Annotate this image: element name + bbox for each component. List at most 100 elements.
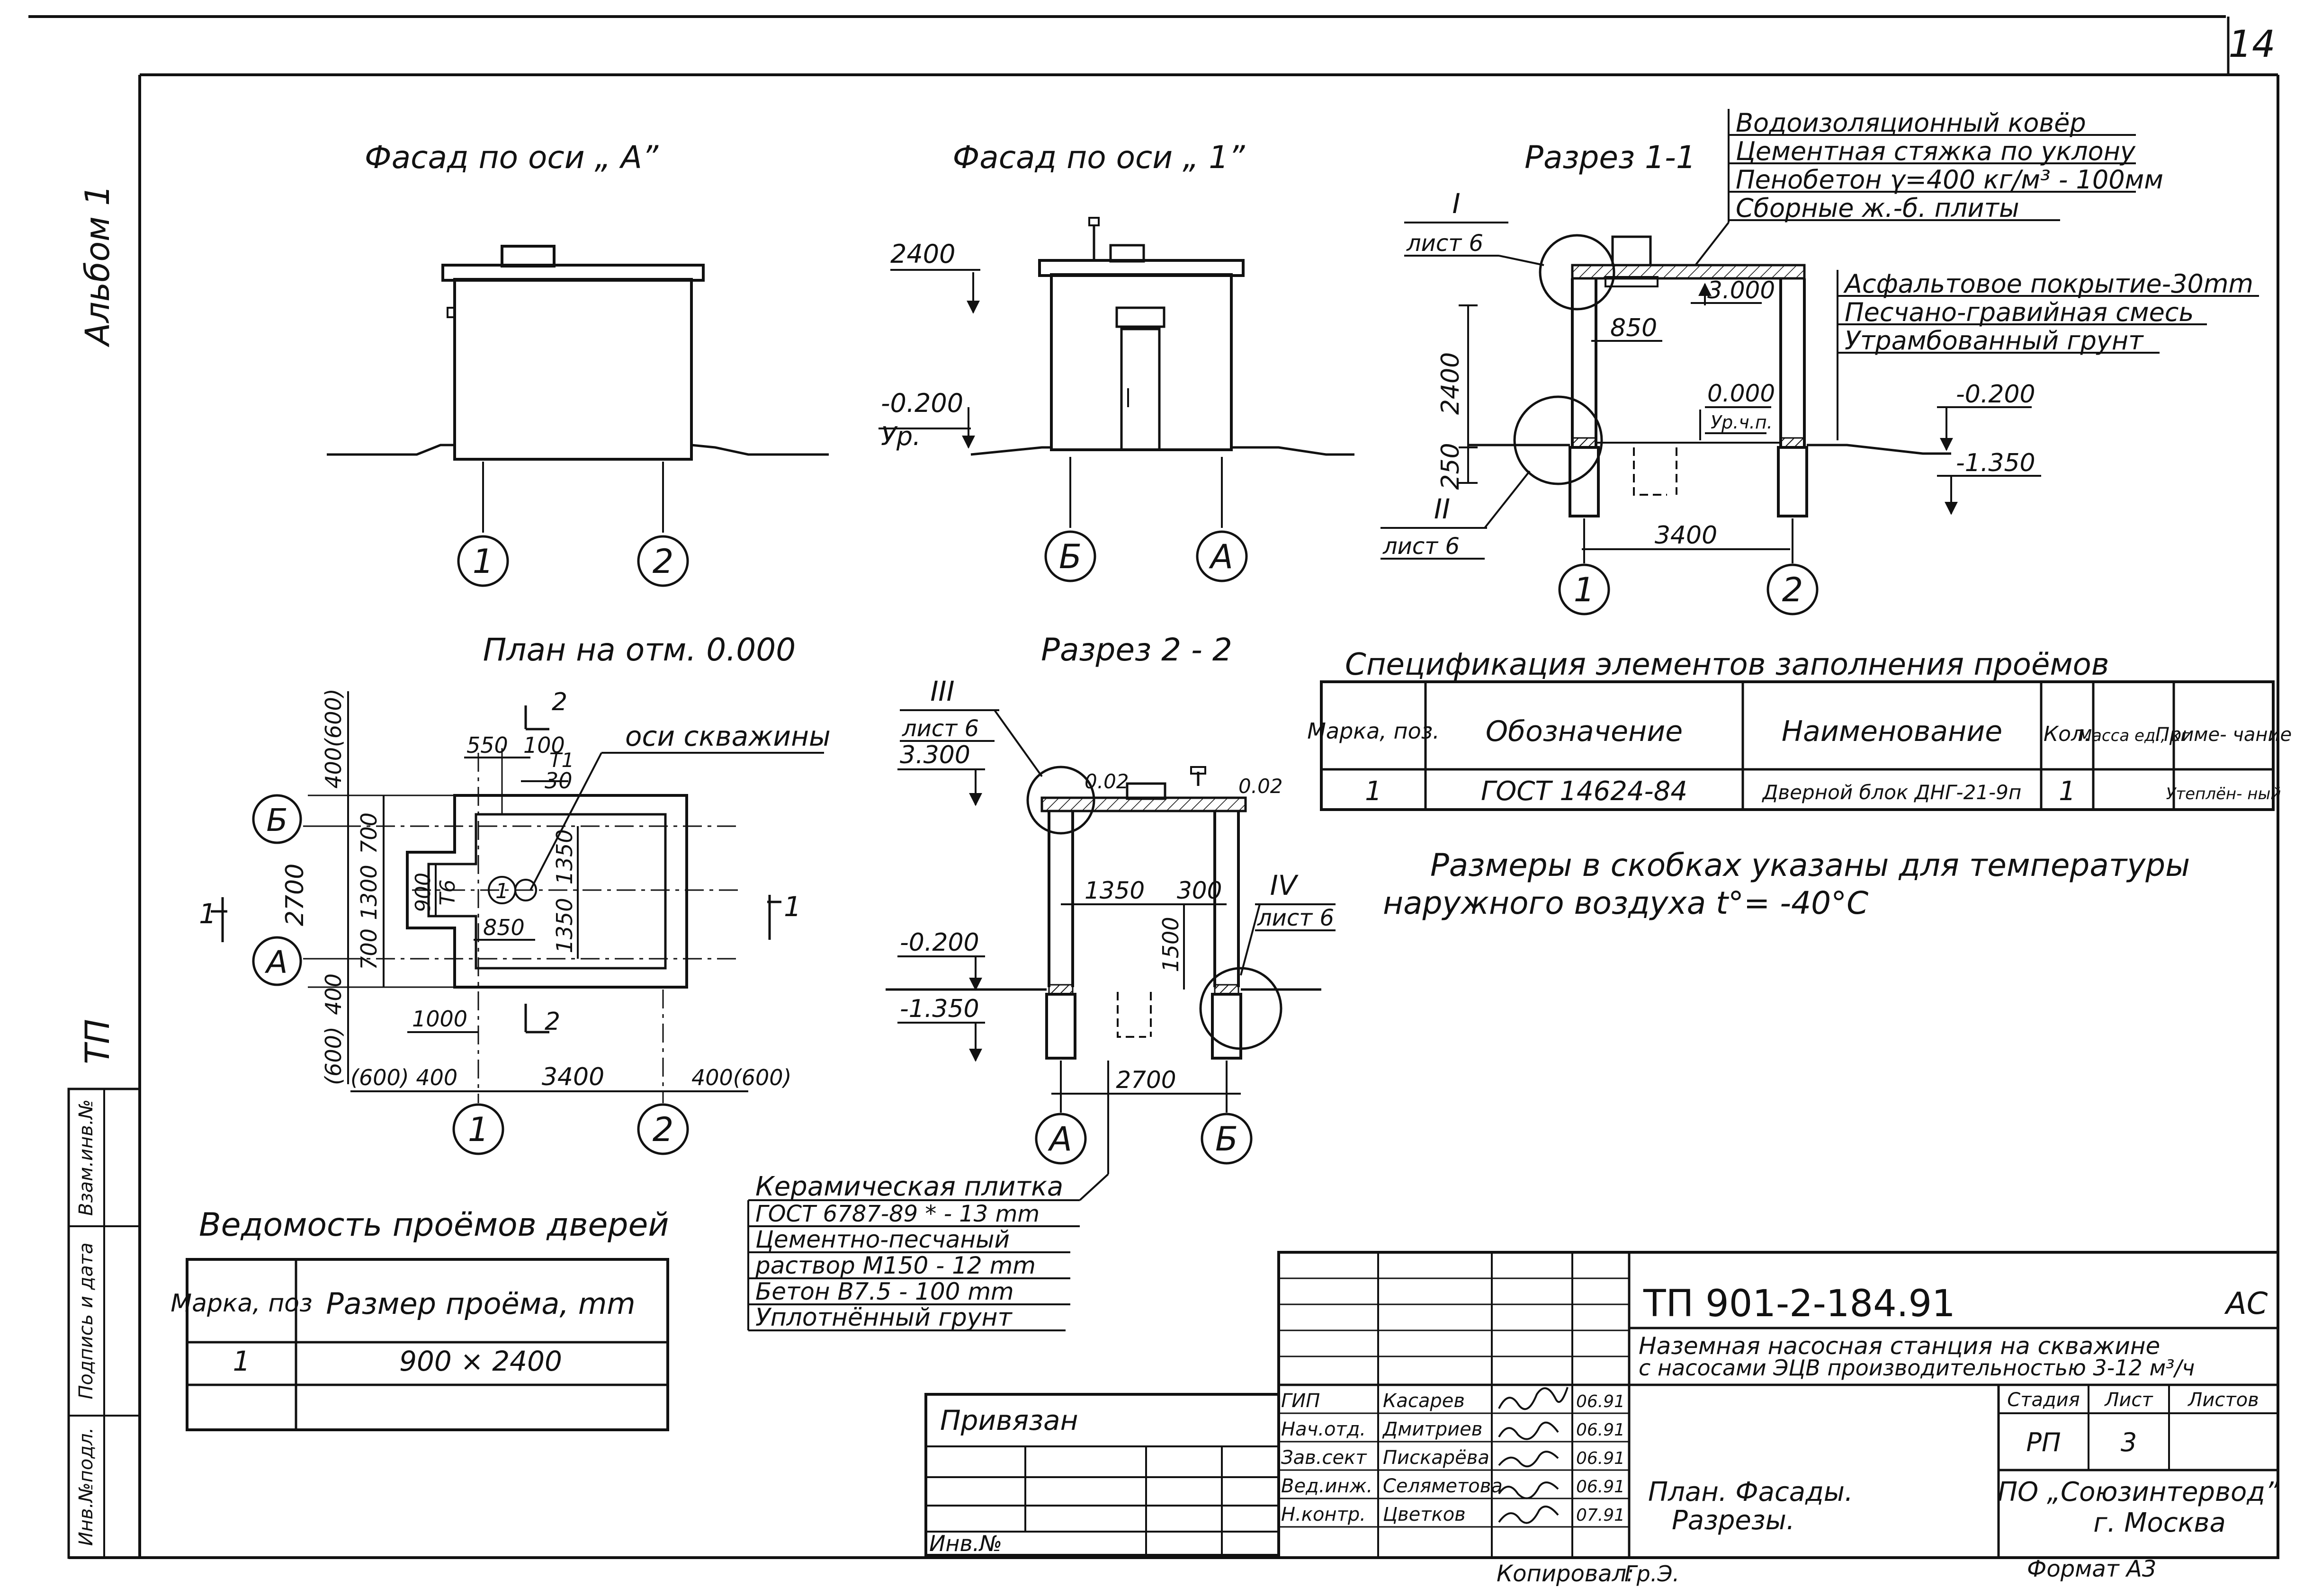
plan-dim-1300: 1300 [356,865,382,920]
tb-staff-date-5: 07.91 [1576,1506,1625,1525]
plan-axis-b: Б [266,802,287,838]
tb-sheets-header: Листов [2187,1389,2259,1411]
facade-1-level-minus-0200: -0.200 [881,388,963,418]
section-2-2-title: Разрез 2 - 2 [1041,632,1232,668]
facade-1-view: Фасад по оси „ 1” 2400 -0.200 Ур. Б А [879,139,1354,582]
facade-1-axis-a: А [1209,537,1233,576]
format-label: Формат А3 [2027,1556,2156,1582]
ground-layer-2: Песчано-гравийная смесь [1845,297,2194,327]
sec22-level-minus-1350: -1.350 [900,995,979,1023]
floor-layer-5: Бетон В7.5 - 100 mm [755,1278,1014,1305]
sec11-level-floor: Ур.ч.п. [1711,412,1773,433]
tb-project-1: Наземная насосная станция на скважине [1639,1332,2160,1360]
plan-dim-1350-bottom: 1350 [552,898,577,953]
plan-section-mark-2-bottom: 2 [545,1008,560,1036]
sec22-level-3300: 3.300 [900,741,970,769]
plan-center-axis: 1 [495,879,509,903]
plan-title: План на отм. 0.000 [483,632,796,668]
sec11-level-minus-1350: -1.350 [1956,449,2035,477]
plan-dim-1350-top: 1350 [552,829,577,884]
section-1-1-title: Разрез 1-1 [1524,139,1696,176]
tb-staff-role-1: ГИП [1281,1390,1320,1412]
facade-1-level-2400: 2400 [890,239,955,269]
sec22-axis-b: Б [1215,1120,1238,1159]
facade-1-title: Фасад по оси „ 1” [952,139,1245,176]
tb-staff-name-5: Цветков [1383,1504,1466,1525]
tb-staff-role-3: Зав.сект [1281,1447,1367,1469]
floor-layer-3: Цементно-песчаный [755,1226,1010,1253]
binding-label: Привязан [940,1404,1078,1436]
note-line-1: Размеры в скобках указаны для температур… [1430,847,2190,883]
node-ref-i-sheet: лист 6 [1406,230,1483,257]
tb-project-2: с насосами ЭЦВ производительностью 3-12 … [1639,1355,2195,1381]
title-block: ТП 901-2-184.91 АС Наземная насосная ста… [1277,1251,2279,1559]
side-stamp: Инв.№подл. Подпись и дата Взам.инв.№ [67,1088,141,1559]
roof-layer-2: Цементная стяжка по уклону [1736,136,2136,166]
copied-label: Копировал: [1497,1560,1634,1587]
sec11-dim-2400: 2400 [1436,352,1465,415]
plan-dim-600-bottom: (600) [321,1026,346,1085]
tb-mark: АС [2224,1286,2268,1321]
side-stamp-inv: Инв.№подл. [75,1427,97,1546]
facade-a-title: Фасад по оси „ А” [365,139,659,176]
tb-stage: РП [2026,1427,2061,1457]
sec22-slope-right: 0.02 [1238,775,1283,798]
plan-section-mark-1-left: 1 [199,898,216,930]
signatures [1498,1387,1569,1524]
tb-staff-date-4: 06.91 [1576,1477,1625,1497]
node-ref-i-num: I [1452,187,1460,220]
sec22-dim-1350: 1350 [1085,877,1145,904]
plan-dim-850: 850 [483,915,525,940]
footer: Копировал: Гр.Э. Формат А3 [1497,1556,2156,1587]
plan-axis-a: А [264,944,287,981]
tb-sheet-title-1: План. Фасады. [1648,1477,1853,1507]
sec22-level-minus-0200: -0.200 [900,928,979,957]
spec-header-qty: Кол. [2044,722,2091,746]
plan-dim-550: 550 [466,732,508,758]
facade-a-axis-2: 2 [653,542,674,581]
plan-dim-600-400: (600) 400 [350,1065,457,1090]
door-schedule: Ведомость проёмов дверей Марка, поз Разм… [170,1206,669,1431]
roof-layer-1: Водоизоляционный ковёр [1736,108,2086,138]
facade-1-axis-b: Б [1059,537,1082,576]
plan-dim-900: 900 [411,873,435,912]
plan-axis-1: 1 [468,1110,489,1149]
sec11-dim-850: 850 [1610,314,1657,342]
spec-header-designation: Обозначение [1486,715,1683,748]
tb-sheet-header: Лист [2104,1389,2153,1411]
plan-dim-400-600-right: 400(600) [691,1065,792,1090]
ground-layer-1: Асфальтовое покрытие-30mm [1843,269,2253,299]
tb-staff-name-4: Селяметова [1383,1475,1503,1497]
tb-staff-date-3: 06.91 [1576,1449,1625,1468]
sec11-dim-250: 250 [1436,443,1465,490]
tb-org-1: ПО „Союзинтервод” [1998,1477,2279,1507]
sec11-level-minus-0200: -0.200 [1956,380,2035,409]
plan-dim-1000: 1000 [412,1006,467,1032]
sec22-slope-left: 0.02 [1085,770,1129,793]
binding-block: Привязан Инв.№ [924,1393,1280,1557]
sec11-level-0000: 0.000 [1707,380,1775,407]
spec-header-mark: Марка, поз. [1307,718,1440,744]
spec-header-note: Приме- чание [2155,724,2292,746]
node-ref-ii-sheet: лист 6 [1382,533,1460,560]
sec11-level-3000: 3.000 [1707,276,1775,304]
door-row-mark: 1 [233,1345,251,1377]
plan-dim-100: 100 [523,732,565,758]
section-1-1-view: Разрез 1-1 Водоизоляционный ковёр Цемент… [1381,108,2259,615]
sec22-axis-a: А [1048,1120,1072,1159]
floor-layer-4: раствор М150 - 12 mm [755,1252,1036,1279]
plan-dim-700-bottom: 700 [356,928,382,970]
spec-row-designation: ГОСТ 14624-84 [1481,776,1687,807]
note: Размеры в скобках указаны для температур… [1383,847,2190,921]
sheet-number: 14 [2228,23,2275,66]
binding-inv-label: Инв.№ [929,1531,1002,1556]
section-2-2-view: Разрез 2 - 2 III лист 6 IV лист 6 0.02 0… [747,632,1336,1332]
plan-axis-2: 2 [653,1110,674,1149]
spec-title: Спецификация элементов заполнения проёмо… [1345,647,2109,682]
sheet-frame: 14 Альбом 1 ТП Инв.№подл. Подпись и дата… [28,15,2279,1559]
album-label: Альбом 1 [78,185,117,347]
facade-a-axis-1: 1 [473,542,494,581]
tb-staff-role-2: Нач.отд. [1281,1418,1366,1440]
plan-dim-3400: 3400 [542,1063,604,1091]
